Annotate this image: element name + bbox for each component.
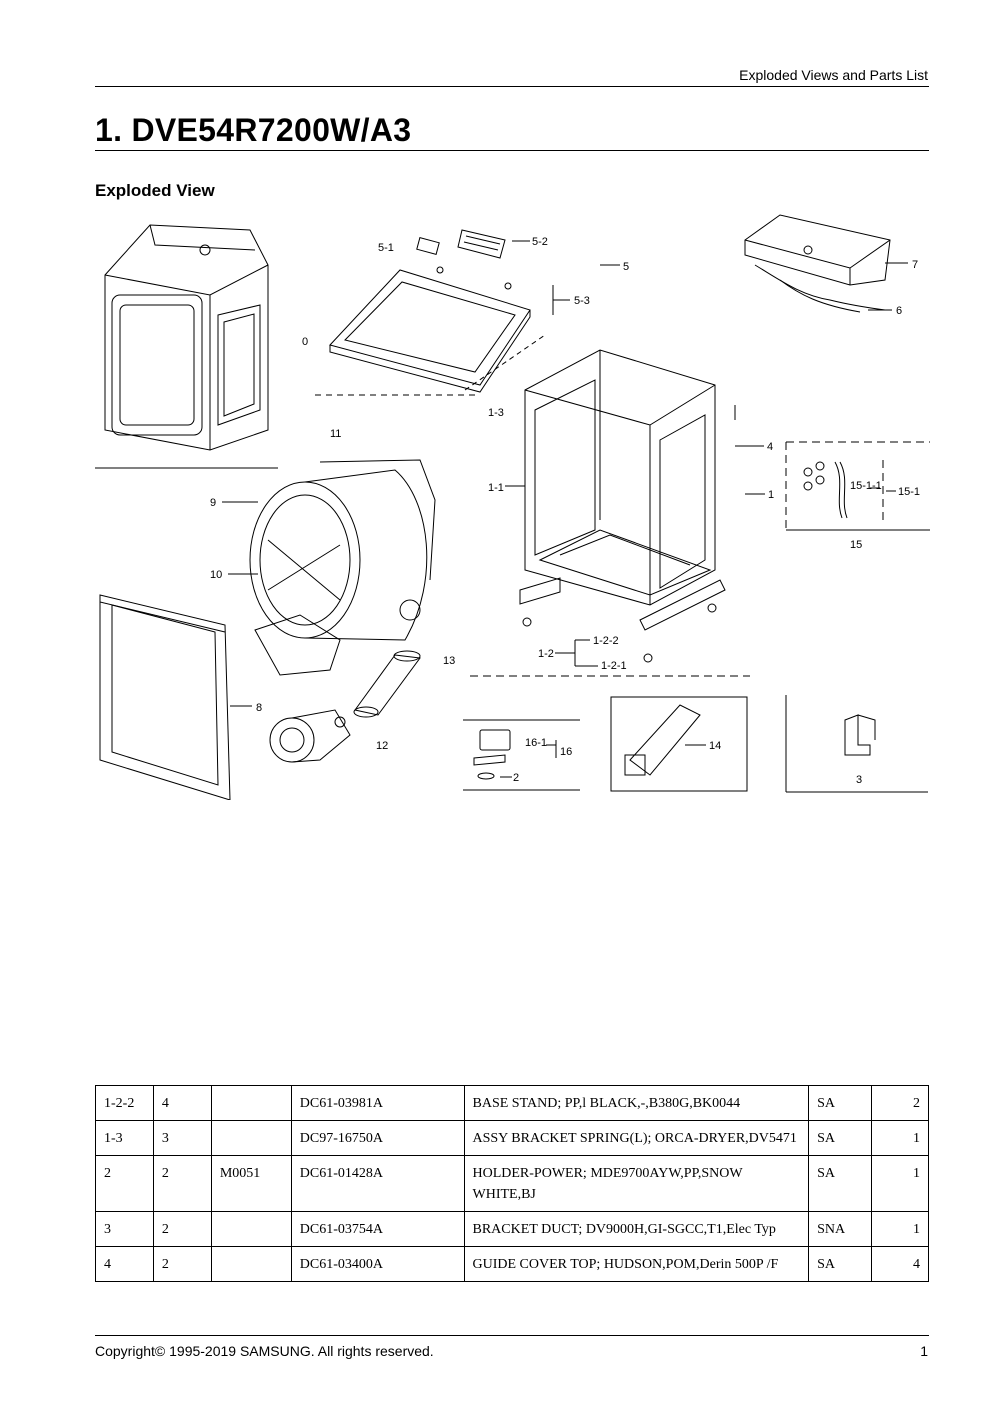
table-row: 1-3 3 DC97-16750A ASSY BRACKET SPRING(L)… [95,1120,929,1156]
label-1-2-2: 1-2-2 [593,635,619,647]
hose-kit-drawing [785,441,930,531]
cell-location: 1-2-2 [95,1085,154,1121]
label-4: 4 [767,441,773,453]
cell-qty: 4 [871,1246,929,1282]
cell-qty: 2 [871,1085,929,1121]
cell-status: SNA [808,1211,873,1247]
label-5-2: 5-2 [532,236,548,248]
cell-sec: M0051 [210,1155,292,1212]
label-3: 3 [856,774,862,786]
cell-description: HOLDER-POWER; MDE9700AYW,PP,SNOW WHITE,B… [463,1155,810,1212]
door-drawing [99,594,231,800]
section-subtitle: Exploded View [95,181,215,200]
cell-sec [210,1211,292,1247]
cell-code: DC61-03400A [290,1246,465,1282]
label-5-1: 5-1 [378,242,394,254]
label-0: 0 [302,336,308,348]
label-16-1: 16-1 [525,737,547,749]
table-row: 1-2-2 4 DC61-03981A BASE STAND; PP,l BLA… [95,1085,929,1121]
cell-level: 2 [152,1155,212,1212]
control-panel-drawing [744,214,891,313]
cell-description: BRACKET DUCT; DV9000H,GI-SGCC,T1,Elec Ty… [463,1211,810,1247]
cell-qty: 1 [871,1155,929,1212]
table-row: 2 2 M0051 DC61-01428A HOLDER-POWER; MDE9… [95,1155,929,1212]
table-row: 4 2 DC61-03400A GUIDE COVER TOP; HUDSON,… [95,1246,929,1282]
label-10: 10 [210,569,222,581]
cell-description: ASSY BRACKET SPRING(L); ORCA-DRYER,DV547… [463,1120,810,1156]
title-rule [95,150,929,151]
blower-drawing [269,709,351,763]
cell-description: BASE STAND; PP,l BLACK,-,B380G,BK0044 [463,1085,810,1121]
section-header: Exploded Views and Parts List [739,67,928,83]
label-1-2: 1-2 [538,648,554,660]
cell-sec [210,1085,292,1121]
label-2: 2 [513,772,519,784]
cell-status: SA [808,1085,873,1121]
label-16: 16 [560,746,572,758]
cell-description: GUIDE COVER TOP; HUDSON,POM,Derin 500P /… [463,1246,810,1282]
header-rule [95,86,929,87]
parts-list-table: 1-2-2 4 DC61-03981A BASE STAND; PP,l BLA… [95,1085,929,1282]
cell-status: SA [808,1120,873,1156]
cell-location: 1-3 [95,1120,154,1156]
cell-code: DC61-03754A [290,1211,465,1247]
label-14: 14 [709,740,721,752]
vent-kit-drawing [610,696,748,792]
exploded-view-diagram: 0 1 1-1 1-2 1-2-2 1-2-1 1-3 2 3 4 5 5-1 … [95,214,930,800]
cell-level: 4 [152,1085,212,1121]
cell-level: 2 [152,1246,212,1282]
page-number: 1 [920,1343,928,1359]
label-5-3: 5-3 [574,295,590,307]
cell-code: DC61-01428A [290,1155,465,1212]
cell-location: 2 [95,1155,154,1212]
table-row: 3 2 DC61-03754A BRACKET DUCT; DV9000H,GI… [95,1211,929,1247]
label-1: 1 [768,489,774,501]
label-15: 15 [850,539,862,551]
cell-qty: 1 [871,1120,929,1156]
page-title: 1. DVE54R7200W/A3 [95,112,412,148]
cabinet-drawing [519,349,726,663]
cell-sec [210,1120,292,1156]
label-6: 6 [896,305,902,317]
label-5: 5 [623,261,629,273]
cell-location: 3 [95,1211,154,1247]
label-12: 12 [376,740,388,752]
cell-qty: 1 [871,1211,929,1247]
label-1-1: 1-1 [488,482,504,494]
label-15-1: 15-1 [898,486,920,498]
label-9: 9 [210,497,216,509]
bracket-duct-drawing [785,695,928,793]
cell-status: SA [808,1155,873,1212]
label-1-2-1: 1-2-1 [601,660,627,672]
footer-rule [95,1335,929,1336]
cell-sec [210,1246,292,1282]
drum-drawing [249,459,436,676]
assembled-dryer-drawing [104,224,269,451]
cell-level: 2 [152,1211,212,1247]
cell-code: DC61-03981A [290,1085,465,1121]
label-11: 11 [330,428,341,440]
cell-level: 3 [152,1120,212,1156]
holder-kit-drawing [463,719,580,791]
cell-code: DC97-16750A [290,1120,465,1156]
cell-status: SA [808,1246,873,1282]
label-1-3: 1-3 [488,407,504,419]
exhaust-duct-drawing [353,650,421,718]
label-13: 13 [443,655,455,667]
label-7: 7 [912,259,918,271]
cell-location: 4 [95,1246,154,1282]
label-8: 8 [256,702,262,714]
top-panel-drawing [329,229,531,393]
label-15-1-1: 15-1-1 [850,480,882,492]
copyright-text: Copyright© 1995-2019 SAMSUNG. All rights… [95,1343,434,1359]
